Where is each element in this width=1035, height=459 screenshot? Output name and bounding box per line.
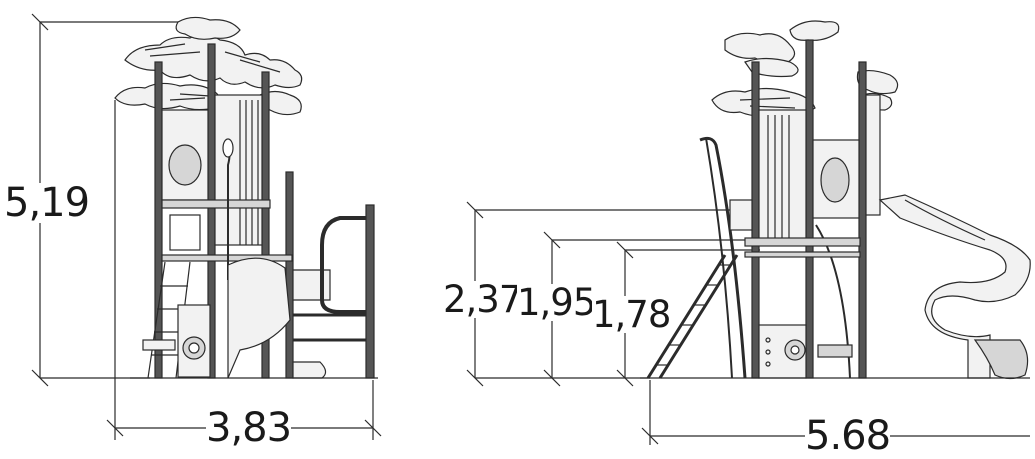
right-height-label-2: 1,95: [517, 281, 596, 324]
left-gear-panel: [177, 304, 211, 378]
left-width-label: 3,83: [206, 405, 292, 451]
right-height-dimension-237: [466, 201, 745, 387]
right-height-label-3: 1,78: [592, 293, 671, 336]
left-tower-structure: [161, 94, 293, 280]
right-height-label-1: 2,37: [443, 278, 522, 321]
left-elevation-view: [31, 13, 382, 440]
right-ladder: [646, 254, 739, 379]
right-elevation-view: [466, 20, 1031, 445]
right-spiral-slide: [878, 194, 1031, 380]
left-slide: [227, 257, 331, 379]
right-width-label: 5.68: [805, 413, 891, 459]
right-tower-structure: [729, 94, 881, 258]
left-handrail: [293, 216, 366, 342]
left-height-label: 5,19: [4, 180, 90, 226]
right-gear-panel: [758, 324, 853, 379]
